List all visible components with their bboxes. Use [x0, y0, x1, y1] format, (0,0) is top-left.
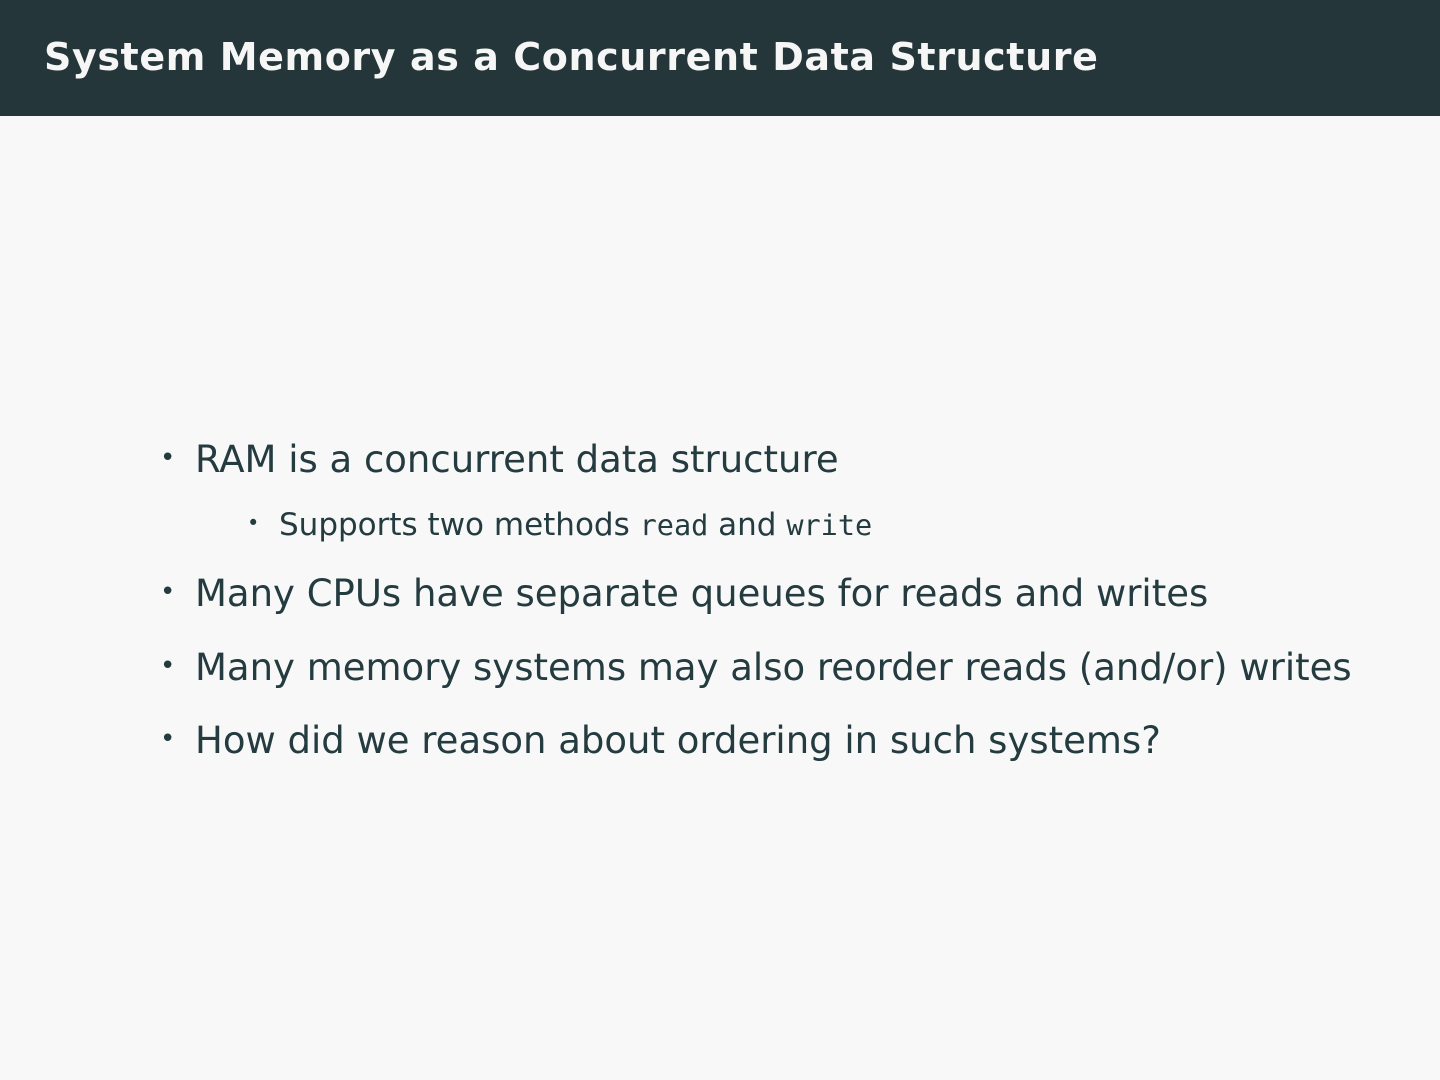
- bullet-marker-icon: •: [247, 511, 260, 535]
- list-item-text: Many memory systems may also reorder rea…: [195, 646, 1352, 689]
- slide-title-bar: System Memory as a Concurrent Data Struc…: [0, 0, 1440, 116]
- text-run: Supports two methods: [279, 507, 640, 543]
- list-item-text: Supports two methods read and write: [279, 506, 872, 545]
- list-item-text: RAM is a concurrent data structure: [195, 438, 839, 481]
- list-item-text: Many CPUs have separate queues for reads…: [195, 572, 1209, 615]
- list-item: • Supports two methods read and write: [247, 506, 872, 545]
- list-item: • Many memory systems may also reorder r…: [160, 646, 1352, 690]
- slide-title: System Memory as a Concurrent Data Struc…: [44, 35, 1099, 79]
- list-item-text: How did we reason about ordering in such…: [195, 719, 1161, 762]
- code-term: read: [639, 509, 709, 542]
- bullet-marker-icon: •: [160, 443, 176, 473]
- list-item: • How did we reason about ordering in su…: [160, 719, 1161, 763]
- code-term: write: [786, 509, 873, 542]
- bullet-marker-icon: •: [160, 577, 176, 607]
- bullet-marker-icon: •: [160, 724, 176, 754]
- bullet-marker-icon: •: [160, 651, 176, 681]
- list-item: • RAM is a concurrent data structure: [160, 438, 839, 482]
- text-run: and: [708, 507, 787, 543]
- slide-body: • RAM is a concurrent data structure • S…: [0, 116, 1440, 1080]
- list-item: • Many CPUs have separate queues for rea…: [160, 572, 1208, 616]
